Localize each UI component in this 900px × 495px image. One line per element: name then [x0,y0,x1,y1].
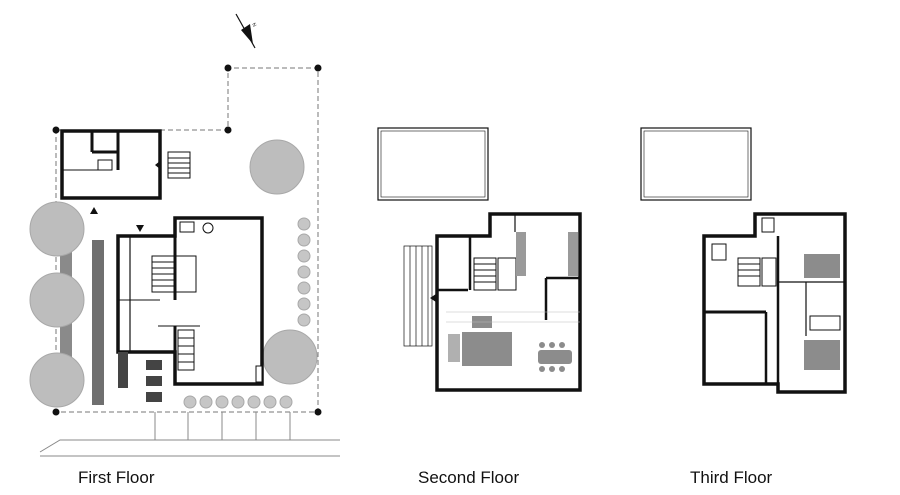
living-furniture [446,311,580,372]
garage-steps [167,151,191,179]
shrubs-bottom [183,395,293,409]
tree [29,352,85,408]
garage-building [60,129,162,200]
shrub [215,395,229,409]
garage-roof [640,127,752,201]
survey-marker [314,408,322,416]
survey-marker [314,64,322,72]
tree [249,139,305,195]
house-second-floor [435,212,582,392]
survey-marker [224,126,232,134]
survey-marker [52,126,60,134]
second-floor-plan [377,127,582,392]
tree [262,329,318,385]
bedroom-furniture [711,217,841,370]
shrub [297,281,311,295]
shrub [297,313,311,327]
survey-markers [52,64,322,416]
svg-text:N: N [250,22,257,28]
shrub [263,395,277,409]
third-floor-plan [640,127,847,394]
desk [711,243,727,261]
closet [761,217,775,233]
shrub [297,265,311,279]
armchair [448,334,460,362]
shrub [183,395,197,409]
triangle-marker-icon [155,161,160,169]
shrub [279,395,293,409]
hedge [92,240,104,405]
survey-marker [52,408,60,416]
shrubs-right [297,217,311,327]
second-floor-stairs [473,257,517,291]
third-floor-stairs [737,257,777,287]
third-floor-label: Third Floor [690,468,773,487]
deck [403,245,433,347]
second-floor-label: Second Floor [418,468,520,487]
shrub [297,297,311,311]
shrub [199,395,213,409]
shrub [247,395,261,409]
sofa [462,332,512,366]
entry-elements [118,352,162,402]
tree [29,272,85,328]
sidewalk [39,412,340,457]
tree [29,201,85,257]
first-floor-plan: N [29,13,340,457]
shrub [297,233,311,247]
bed [804,340,840,370]
triangle-marker-icon [90,207,98,214]
bed [804,254,840,278]
first-floor-stairs [151,255,197,371]
kitchen-counters [516,232,578,276]
house-third-floor [702,212,847,394]
shrub [297,217,311,231]
shrub [297,249,311,263]
survey-marker [224,64,232,72]
dining-table [538,342,572,372]
triangle-marker-icon [136,225,144,232]
first-floor-label: First Floor [78,468,155,487]
shrub [231,395,245,409]
north-arrow-icon: N [235,13,257,49]
garage-roof [377,127,489,201]
house-first-floor [116,216,264,386]
triangle-marker-icon [430,294,436,302]
bathtub [809,315,841,331]
trees-left [29,139,318,408]
